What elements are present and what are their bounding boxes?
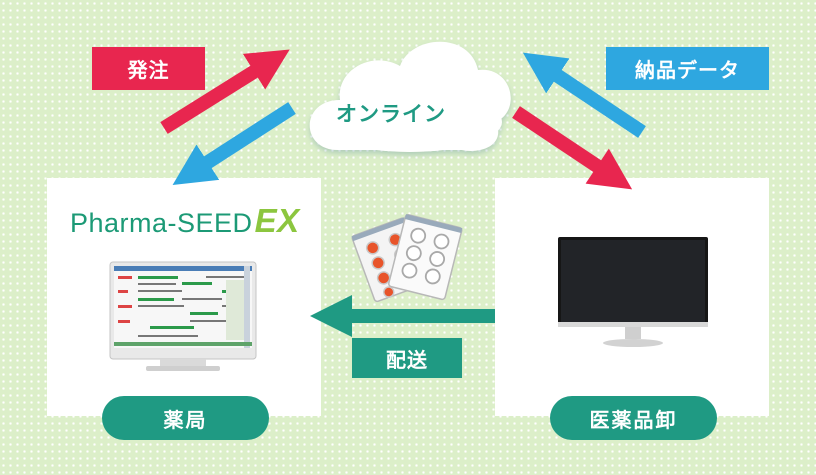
brand-logo: Pharma-SEEDEX (70, 202, 300, 240)
online-label: オンライン (336, 102, 446, 126)
brand-suffix: EX (254, 202, 300, 239)
wholesaler-monitor-icon (558, 237, 708, 347)
pharmacy-label: 薬局 (102, 396, 269, 440)
forward-order-arrow (512, 106, 633, 190)
pharmacy-monitor-icon (109, 261, 257, 371)
cloud-icon (309, 41, 511, 152)
delivery-data-label: 納品データ (606, 47, 769, 90)
delivery-data-arrow (522, 52, 646, 138)
shipping-label: 配送 (352, 338, 462, 378)
medicine-blister-icon (351, 213, 463, 303)
wholesaler-label: 医薬品卸 (550, 396, 717, 440)
order-arrow (160, 49, 290, 134)
download-arrow (172, 102, 296, 185)
brand-name: Pharma-SEED (70, 208, 253, 238)
order-label: 発注 (92, 47, 205, 90)
